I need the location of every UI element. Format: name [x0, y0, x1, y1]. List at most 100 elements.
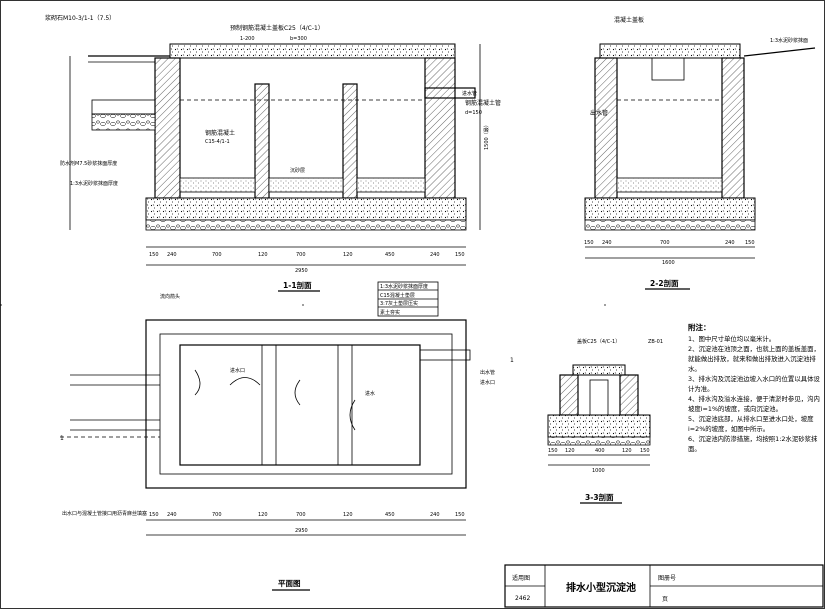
label-inner-wall-spec: C15-4/1-1	[205, 139, 230, 145]
label-3-3-spec: ZB-01	[648, 339, 663, 345]
cover-slab	[169, 43, 456, 59]
svg-text:150: 150	[455, 512, 465, 518]
label-pipe-top: 钢筋混凝土管	[465, 99, 501, 107]
label-2-2-pipe: 出水管	[590, 109, 608, 117]
dims-left-bottom: 150 240 700 120 700 120 450 240 150 2950	[149, 252, 465, 274]
title-block-code: 2462	[515, 595, 530, 602]
svg-text:1:3水泥砂浆抹面厚度: 1:3水泥砂浆抹面厚度	[380, 283, 428, 290]
label-pipe-spec: d=150	[465, 110, 482, 116]
section-2-2-title: 2-2剖面	[650, 278, 679, 288]
plan-section-mark-left: 1	[60, 435, 64, 442]
sediment-3	[356, 177, 426, 193]
svg-text:450: 450	[385, 252, 395, 258]
svg-text:700: 700	[212, 252, 222, 258]
label-3-3: 盖板C25（4/C-1）	[577, 338, 620, 345]
svg-text:450: 450	[385, 512, 395, 518]
svg-text:1600: 1600	[662, 260, 675, 266]
label-cover-size: b=300	[290, 36, 307, 42]
note-item: 5、沉淀池底部，从排水口至进水口处，坡度i=2%的坡度，如图中所示。	[688, 415, 814, 433]
svg-text:120: 120	[343, 252, 353, 258]
plan-section-mark-right: 1	[510, 357, 514, 364]
svg-text:120: 120	[258, 252, 268, 258]
label-2-2-top: 混凝土盖板	[614, 16, 644, 24]
section-1-1	[69, 43, 481, 266]
svg-text:3:7灰土垫层压实: 3:7灰土垫层压实	[380, 300, 418, 307]
note-item: 4、排水沟及溢水连接，便于清淤时参见，沟内坡度i=1%的坡度，或向沉淀池。	[688, 395, 820, 413]
section-3-3	[547, 364, 651, 466]
plan-title: 平面图	[278, 579, 301, 588]
svg-text:150: 150	[149, 512, 159, 518]
drawing-title: 排水小型沉淀池	[566, 581, 636, 594]
svg-text:120: 120	[622, 448, 632, 454]
sediment-1	[179, 177, 256, 193]
label-plan-pipe-out: 出水管	[480, 369, 495, 376]
plan-view	[60, 319, 471, 536]
svg-text:素土夯实: 素土夯实	[380, 309, 400, 316]
svg-text:120: 120	[565, 448, 575, 454]
svg-text:150: 150	[745, 240, 755, 246]
label-base: 1:3水泥砂浆抹面厚度	[70, 180, 118, 187]
base-slab	[145, 197, 467, 221]
svg-text:120: 120	[258, 512, 268, 518]
svg-text:700: 700	[212, 512, 222, 518]
baffle-1	[254, 83, 270, 199]
label-cover: 预制钢筋混凝土盖板C25（4/C-1）	[230, 24, 324, 32]
svg-text:700: 700	[296, 252, 306, 258]
svg-text:150: 150	[640, 448, 650, 454]
label-right: 进水管	[462, 90, 477, 97]
label-inner-wall: 钢筋混凝土	[205, 129, 235, 137]
left-wall	[154, 57, 181, 199]
section-1-1-title: 1-1剖面	[283, 280, 312, 290]
label-cover-spec: 1-200	[240, 36, 255, 42]
note-item: 2、沉淀池在池顶之面，也就上面的盖板盖面，就能做出排放，就来和做出排放进入沉淀池…	[688, 345, 820, 373]
svg-text:150: 150	[455, 252, 465, 258]
label-2-2-right: 1:3水泥砂浆抹面	[770, 37, 808, 44]
sediment-2	[268, 177, 344, 193]
baffle-2	[342, 83, 358, 199]
dims-3-3: 150 120 400 120 150 1000	[548, 448, 650, 474]
svg-text:C15混凝土垫层: C15混凝土垫层	[380, 292, 415, 299]
svg-text:150: 150	[548, 448, 558, 454]
title-block	[504, 564, 824, 608]
label-waterproof: 防水剂M7.5砂浆抹面厚度	[60, 160, 117, 167]
note-item: 1、图中尺寸单位均以毫米计。	[688, 335, 776, 343]
svg-text:240: 240	[430, 252, 440, 258]
title-block-sheet-label: 图册号	[658, 575, 676, 582]
label-sediment: 沉砂层	[290, 167, 305, 174]
dims-2-2: 150 240 700 240 150 1600	[584, 240, 755, 266]
legend-box: 1:3水泥砂浆抹面厚度 C15混凝土垫层 3:7灰土垫层压实 素土夯实	[377, 281, 439, 317]
label-plan-bottom-note: 出水口与混凝土管接口用沥青麻丝填塞	[62, 510, 147, 517]
svg-text:240: 240	[430, 512, 440, 518]
svg-text:120: 120	[343, 512, 353, 518]
notes-heading: 附注：	[688, 322, 711, 332]
label-plan-inlet: 进水	[365, 390, 375, 397]
dims-plan: 150 240 700 120 700 120 450 240 150 2950	[149, 512, 465, 534]
svg-text:2950: 2950	[295, 268, 308, 274]
svg-text:2950: 2950	[295, 528, 308, 534]
svg-text:700: 700	[296, 512, 306, 518]
label-top-left: 浆砌石M10-3/1-1（7.5）	[45, 14, 115, 22]
svg-text:1000: 1000	[592, 468, 605, 474]
title-block-page-label: 页	[662, 596, 668, 603]
label-plan-arrow: 流向箭头	[160, 293, 180, 300]
label-plan-mid: 进水口	[230, 367, 245, 374]
svg-text:240: 240	[167, 512, 177, 518]
label-plan-outlet: 进水口	[480, 379, 495, 386]
section-2-2	[584, 43, 816, 259]
note-item: 6、沉淀池内防渗措施，均按照1:2水泥砂浆抹面。	[688, 435, 818, 453]
section-3-3-title: 3-3剖面	[585, 492, 614, 502]
svg-text:240: 240	[602, 240, 612, 246]
outlet-pipe	[424, 87, 476, 99]
right-wall	[424, 57, 456, 199]
label-right-dim: 1500（最）	[483, 122, 490, 150]
gravel-bed	[145, 219, 467, 231]
svg-text:240: 240	[725, 240, 735, 246]
title-block-label: 适用图	[512, 574, 530, 582]
notes-body: 1、图中尺寸单位均以毫米计。 2、沉淀池在池顶之面，也就上面的盖板盖面，就能做出…	[688, 335, 820, 453]
svg-text:240: 240	[167, 252, 177, 258]
svg-text:150: 150	[584, 240, 594, 246]
svg-text:700: 700	[660, 240, 670, 246]
note-item: 3、排水沟及沉淀池边坡入水口的位置以具体设计为准。	[688, 375, 820, 393]
svg-text:400: 400	[595, 448, 605, 454]
